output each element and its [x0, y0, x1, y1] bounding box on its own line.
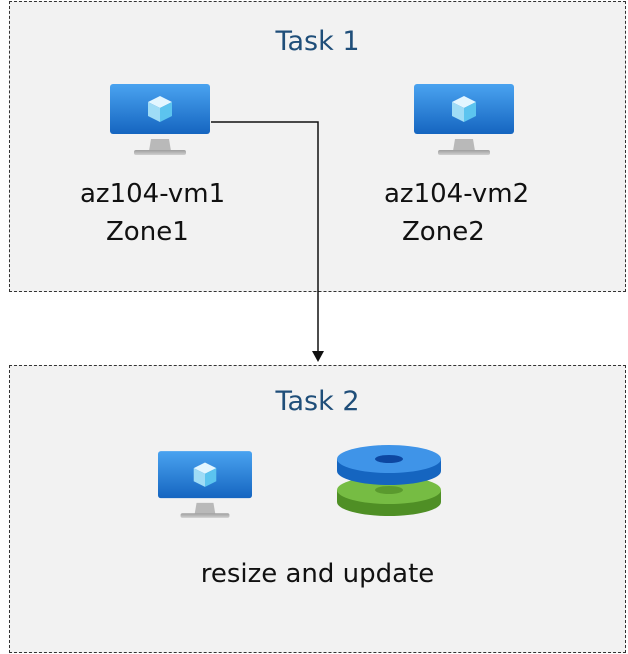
virtual-machine-icon	[158, 451, 252, 518]
task2-group: Task 2 resize and update	[9, 365, 626, 653]
task1-group: Task 1	[9, 1, 626, 292]
vm1-name-label: az104-vm1	[80, 179, 226, 209]
managed-disk-icon	[337, 445, 441, 516]
vm2-name-label: az104-vm2	[384, 179, 530, 209]
vm1-zone-label: Zone1	[106, 217, 189, 247]
vm2-zone-label: Zone2	[402, 217, 485, 247]
task1-title: Task 1	[275, 26, 360, 57]
virtual-machine-icon	[414, 84, 514, 155]
virtual-machine-icon	[110, 84, 210, 155]
task2-caption: resize and update	[200, 559, 435, 589]
task2-title: Task 2	[275, 386, 360, 417]
